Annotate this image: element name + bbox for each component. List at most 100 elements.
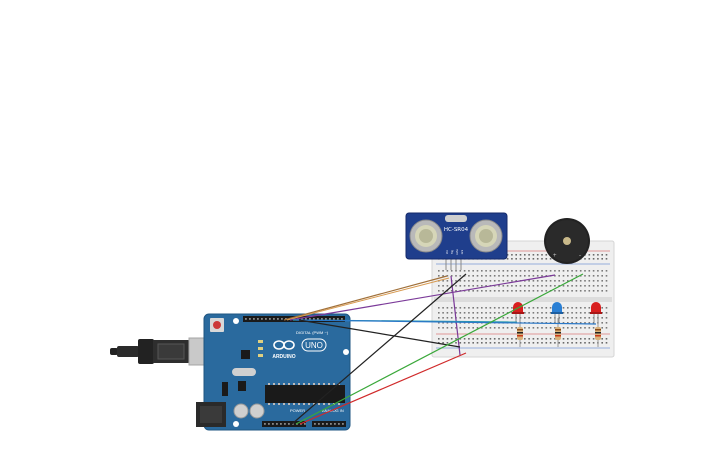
breadboard-hole [597,258,599,260]
breadboard-hole [511,290,513,292]
breadboard-hole [571,327,573,329]
ultrasonic-sensor[interactable]: HC-SR04 Vcc Trig Echo Gnd [405,212,508,270]
breadboard-hole [562,290,565,292]
breadboard-hole [549,280,552,282]
breadboard-hole [584,285,586,287]
breadboard-hole [562,275,565,277]
wire-black-1[interactable] [298,319,461,348]
breadboard-hole [532,327,535,329]
analog-pin [318,423,320,425]
wire-black-2[interactable] [291,273,467,425]
breadboard-hole [468,280,470,282]
breadboard-hole [485,338,487,340]
breadboard-hole [536,327,539,329]
breadboard-hole [524,327,526,329]
breadboard-hole [506,280,509,282]
breadboard-hole [541,290,543,292]
breadboard-hole [476,342,479,344]
breadboard-hole [524,258,526,260]
chip-pin [333,383,335,385]
chip-pin [283,403,285,405]
breadboard-hole [472,338,474,340]
breadboard-hole [493,338,496,340]
breadboard-hole [588,258,591,260]
breadboard-hole [493,270,496,272]
wire-green[interactable] [295,273,584,425]
breadboard-hole [601,338,603,340]
breadboard-hole [605,254,608,256]
chip-pin [298,403,300,405]
breadboard-hole [481,285,483,287]
breadboard-hole [472,290,474,292]
breadboard-hole [468,285,470,287]
breadboard-hole [588,275,591,277]
breadboard-hole [545,312,548,314]
breadboard-hole [463,342,466,344]
wire-blue[interactable] [295,319,597,325]
wire-orange[interactable] [286,277,450,321]
breadboard-hole [601,254,603,256]
breadboard-hole [562,338,565,340]
breadboard-hole [485,290,487,292]
breadboard-hole [588,254,591,256]
arduino-brand-label: ARDUINO [272,354,295,360]
breadboard-hole [524,312,526,314]
breadboard-hole [601,290,603,292]
breadboard-hole [579,285,582,287]
breadboard-hole [472,342,474,344]
breadboard-hole [442,280,444,282]
breadboard-hole [541,338,543,340]
breadboard-hole [562,270,565,272]
breadboard-hole [468,270,470,272]
sensor-pin-vcc: Vcc [446,249,449,254]
wires[interactable] [283,273,597,425]
breadboard-hole [545,254,548,256]
breadboard-hole [575,317,578,319]
power-pin [264,423,266,425]
breadboard-hole [472,280,474,282]
breadboard-hole [575,342,578,344]
wire-purple-1[interactable] [289,274,556,321]
breadboard-hole [476,317,479,319]
breadboard-hole [567,270,569,272]
breadboard-hole [506,327,509,329]
breadboard-hole [575,327,578,329]
digital-header-label: DIGITAL (PWM ~) [296,330,329,335]
breadboard-hole [584,270,586,272]
breadboard-hole [605,285,608,287]
breadboard-hole [455,307,457,309]
piezo-buzzer[interactable]: + - [544,218,590,264]
breadboard-hole [541,285,543,287]
resistor-3[interactable] [595,318,601,347]
wire-brown[interactable] [283,275,448,321]
breadboard-hole [481,290,483,292]
chip-pin [323,403,325,405]
power-pin [280,423,282,425]
breadboard-hole [528,254,530,256]
resistor-2[interactable] [555,318,561,347]
breadboard-hole [481,312,483,314]
breadboard-hole [446,338,449,340]
breadboard-hole [588,338,591,340]
led-red-2[interactable] [590,302,602,322]
breadboard-hole [571,322,573,324]
breadboard-hole [472,270,474,272]
breadboard-hole [506,307,509,309]
breadboard-hole [476,285,479,287]
breadboard-hole [485,285,487,287]
breadboard-hole [450,312,453,314]
resistor-1[interactable] [517,318,523,347]
breadboard-hole [463,338,466,340]
breadboard-hole [592,275,595,277]
analog-pin [342,423,344,425]
breadboard-hole [463,312,466,314]
breadboard-hole [558,342,560,344]
reset-button[interactable] [213,321,221,329]
breadboard[interactable] [431,240,615,358]
breadboard-hole [515,258,517,260]
wire-purple-2[interactable] [450,275,461,356]
breadboard-hole [541,317,543,319]
breadboard-hole [545,258,548,260]
wire-red[interactable] [299,352,467,425]
led-blue[interactable] [551,302,563,322]
